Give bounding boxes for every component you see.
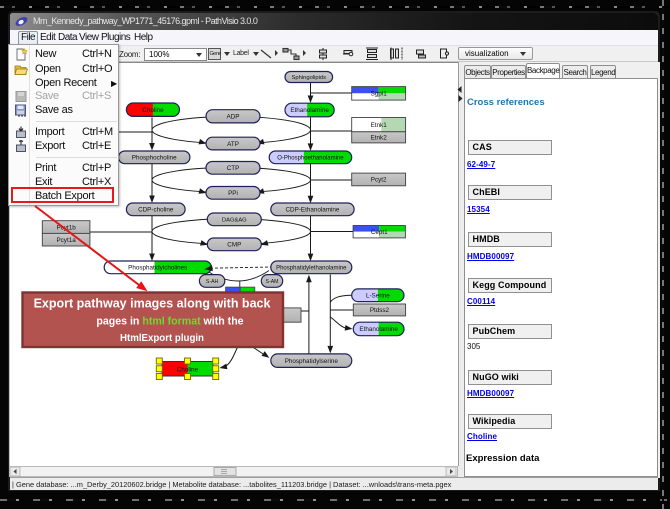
svg-text:CDP-choline: CDP-choline xyxy=(138,207,174,214)
svg-text:Phosphatidylserine: Phosphatidylserine xyxy=(285,358,339,365)
svg-text:ATP: ATP xyxy=(227,141,239,148)
svg-text:Ptdss2: Ptdss2 xyxy=(370,307,390,314)
svg-text:Etnk2: Etnk2 xyxy=(371,135,388,142)
svg-text:Sphingolipids: Sphingolipids xyxy=(292,75,327,81)
svg-text:ADP: ADP xyxy=(227,114,240,121)
svg-text:S-AM: S-AM xyxy=(266,279,279,285)
svg-text:Choline: Choline xyxy=(177,367,199,374)
svg-text:DAG&AG: DAG&AG xyxy=(222,218,247,224)
svg-text:Phosphocholine: Phosphocholine xyxy=(132,155,177,162)
svg-text:PPi: PPi xyxy=(228,190,238,197)
svg-text:CTP: CTP xyxy=(227,165,240,172)
svg-text:Choline: Choline xyxy=(142,107,164,114)
svg-text:S-AH: S-AH xyxy=(206,279,219,285)
svg-text:L-Serine: L-Serine xyxy=(366,292,390,299)
svg-text:Phosphatidylcholines: Phosphatidylcholines xyxy=(128,265,187,272)
svg-text:Phosphatidylethanolamine: Phosphatidylethanolamine xyxy=(276,266,347,272)
svg-text:Ethanolamine: Ethanolamine xyxy=(290,107,329,114)
svg-text:Ethanolamine: Ethanolamine xyxy=(359,326,398,333)
svg-text:CDP-Ethanolamine: CDP-Ethanolamine xyxy=(285,207,339,214)
svg-text:Sgpl1: Sgpl1 xyxy=(371,91,388,98)
svg-text:Etnk1: Etnk1 xyxy=(371,122,388,129)
svg-text:Pcyt1b: Pcyt1b xyxy=(56,224,76,231)
svg-text:Cept1: Cept1 xyxy=(371,229,388,236)
svg-text:Pcyt1a: Pcyt1a xyxy=(56,237,76,244)
svg-text:O-Phosphoethanolamine: O-Phosphoethanolamine xyxy=(277,156,344,162)
svg-text:CMP: CMP xyxy=(227,242,241,249)
svg-text:Pcyt2: Pcyt2 xyxy=(371,177,387,184)
